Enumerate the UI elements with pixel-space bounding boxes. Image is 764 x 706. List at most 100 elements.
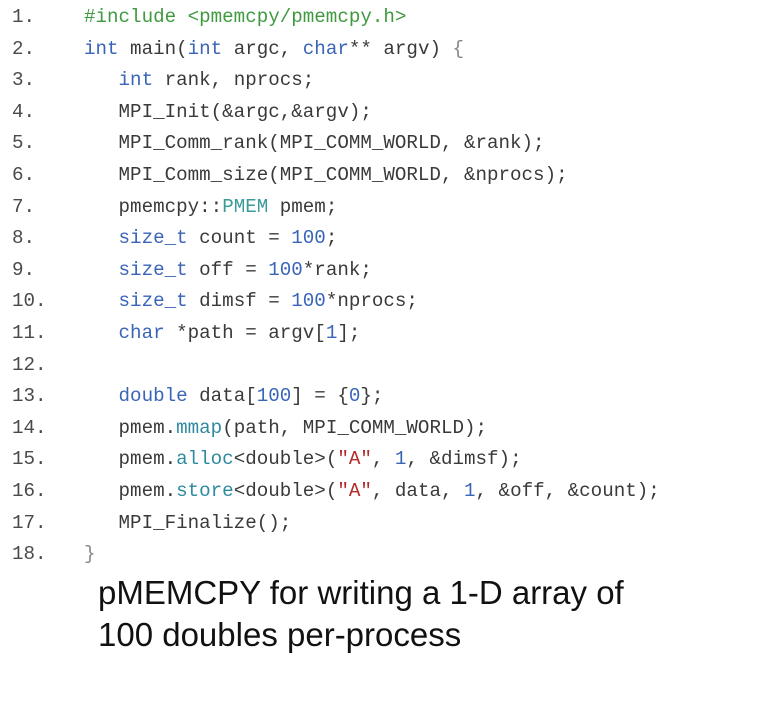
code-token: MPI_Comm_rank(MPI_COMM_WORLD, &rank); <box>84 132 545 155</box>
code-token: , &dimsf); <box>406 448 522 471</box>
code-token: char <box>118 321 165 344</box>
code-listing: 1.#include <pmemcpy/pmemcpy.h> 2. int main… <box>12 2 764 571</box>
code-token: 1 <box>464 479 476 502</box>
code-token: 100 <box>268 258 303 281</box>
code-token: size_t <box>118 227 188 250</box>
code-token <box>84 290 119 312</box>
code-token: <double>( <box>233 479 338 502</box>
code-token: ] = { <box>291 385 349 408</box>
code-line: 8. size_t count = 100; <box>12 223 764 255</box>
code-line: 16. pmem.store<double>("A", data, 1, &of… <box>12 476 764 508</box>
code-line: 12. <box>12 350 764 382</box>
caption-line-1: pMEMCPY for writing a 1-D array of <box>98 574 624 611</box>
code-token: mmap <box>176 416 223 439</box>
code-text: MPI_Init(&argc,&argv); <box>84 101 372 123</box>
code-token: 100 <box>291 227 326 250</box>
caption-line-2: 100 doubles per-process <box>98 616 462 653</box>
code-token: , data, <box>371 479 465 502</box>
code-line: 14. pmem.mmap(path, MPI_COMM_WORLD); <box>12 413 764 445</box>
code-text: size_t off = 100*rank; <box>84 259 372 281</box>
code-text: #include <pmemcpy/pmemcpy.h> <box>84 6 406 28</box>
code-token: 0 <box>348 385 361 408</box>
code-token: off = <box>187 258 269 281</box>
code-line: 5. MPI_Comm_rank(MPI_COMM_WORLD, &rank); <box>12 128 764 160</box>
code-text: pmem.mmap(path, MPI_COMM_WORLD); <box>84 416 488 439</box>
code-line: 4. MPI_Init(&argc,&argv); <box>12 97 764 129</box>
code-text: pmem.store<double>("A", data, 1, &off, &… <box>84 480 660 502</box>
line-number: 6. <box>12 163 36 186</box>
code-line: 1.#include <pmemcpy/pmemcpy.h> <box>12 2 764 34</box>
code-token <box>84 227 119 249</box>
code-token: ** argv) <box>348 37 453 60</box>
code-line: 18.} <box>12 539 764 571</box>
code-line: 2. int main(int argc, char** argv) { <box>12 34 764 66</box>
code-token: pmem. <box>84 479 177 502</box>
code-token: } <box>84 543 96 566</box>
code-token: dimsf = <box>187 290 292 313</box>
code-token: main( <box>118 37 188 60</box>
code-text: size_t dimsf = 100*nprocs; <box>84 290 418 312</box>
line-number: 4. <box>12 100 36 123</box>
code-line: 7. pmemcpy::PMEM pmem; <box>12 192 764 224</box>
code-token: pmem. <box>84 416 177 439</box>
code-token <box>84 259 119 281</box>
code-token: rank, nprocs; <box>153 69 315 92</box>
code-token <box>84 385 119 407</box>
code-text: pmem.alloc<double>("A", 1, &dimsf); <box>84 448 522 470</box>
code-token: double <box>118 385 188 408</box>
code-text: } <box>84 543 96 565</box>
line-number: 12. <box>12 353 47 376</box>
code-line: 3. int rank, nprocs; <box>12 65 764 97</box>
line-number: 13. <box>12 385 47 408</box>
line-number: 10. <box>12 290 47 313</box>
code-token: 100 <box>291 290 326 313</box>
code-token: 1 <box>394 448 407 471</box>
code-token: { <box>452 37 465 60</box>
code-token: int <box>187 37 223 60</box>
line-number: 11. <box>12 321 47 344</box>
code-text: char *path = argv[1]; <box>84 321 361 344</box>
code-text: size_t count = 100; <box>84 227 338 250</box>
code-text: int rank, nprocs; <box>84 69 315 92</box>
code-line: 9. size_t off = 100*rank; <box>12 255 764 287</box>
code-token: , &off, &count); <box>475 479 660 502</box>
code-token: *path = argv[ <box>164 321 326 344</box>
code-text: int main(int argc, char** argv) { <box>84 38 464 60</box>
code-token: }; <box>360 385 384 408</box>
code-token: 1 <box>325 321 338 344</box>
code-token: ; <box>325 227 338 250</box>
line-number: 2. <box>12 37 36 60</box>
code-token: size_t <box>118 290 188 313</box>
code-token: count = <box>187 227 292 250</box>
code-token: data[ <box>187 385 257 408</box>
caption: pMEMCPY for writing a 1-D array of 100 d… <box>98 572 738 656</box>
code-token: , <box>371 448 395 471</box>
code-token: pmem; <box>268 195 338 218</box>
line-number: 15. <box>12 448 47 471</box>
code-token: #include <pmemcpy/pmemcpy.h> <box>84 6 407 28</box>
code-text: MPI_Finalize(); <box>84 511 292 534</box>
line-number: 16. <box>12 479 47 502</box>
code-line: 11. char *path = argv[1]; <box>12 318 764 350</box>
code-text: pmemcpy::PMEM pmem; <box>84 195 338 218</box>
code-token: int <box>84 37 119 60</box>
code-token: *rank; <box>302 258 372 281</box>
code-token: alloc <box>176 448 234 471</box>
code-line: 17. MPI_Finalize(); <box>12 508 764 540</box>
line-number: 17. <box>12 511 47 534</box>
code-token <box>84 322 119 344</box>
code-token: MPI_Finalize(); <box>84 511 292 534</box>
code-token: argc, <box>222 37 303 60</box>
code-line: 13. double data[100] = {0}; <box>12 381 764 413</box>
code-token: MPI_Init(&argc,&argv); <box>84 100 372 123</box>
code-line: 15. pmem.alloc<double>("A", 1, &dimsf); <box>12 444 764 476</box>
code-token: 100 <box>256 385 292 408</box>
code-token: <double>( <box>233 448 338 471</box>
code-token: "A" <box>337 479 372 502</box>
code-token: int <box>118 69 154 92</box>
code-token: size_t <box>118 258 188 281</box>
code-token: PMEM <box>222 195 269 218</box>
code-token: MPI_Comm_size(MPI_COMM_WORLD, &nprocs); <box>84 163 568 186</box>
line-number: 3. <box>12 69 36 92</box>
line-number: 9. <box>12 258 36 281</box>
